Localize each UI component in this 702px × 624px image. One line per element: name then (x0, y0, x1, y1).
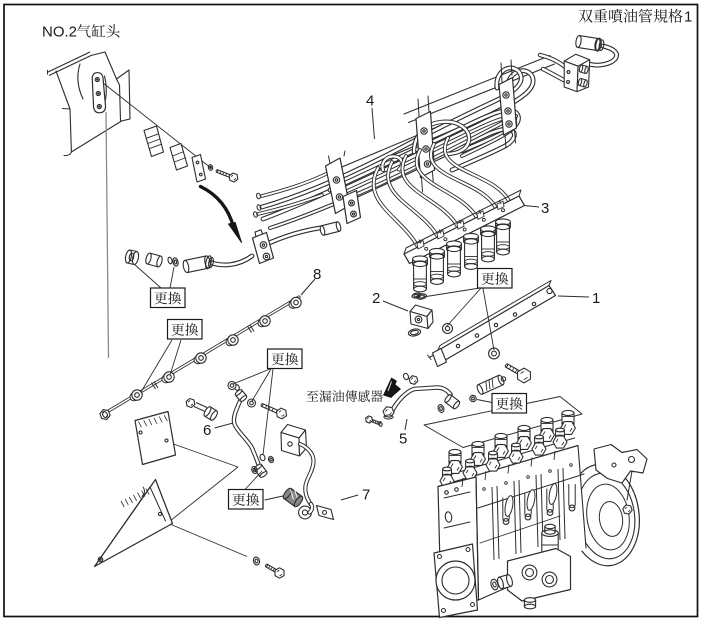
svg-text:1: 1 (592, 290, 600, 307)
svg-text:8: 8 (313, 266, 321, 283)
svg-text:5: 5 (399, 431, 407, 448)
svg-text:7: 7 (362, 487, 370, 504)
svg-text:NO.2: NO.2 (42, 24, 77, 41)
svg-text:4: 4 (366, 93, 374, 110)
svg-text:1: 1 (684, 9, 692, 26)
svg-text:3: 3 (541, 200, 549, 217)
svg-text:6: 6 (203, 422, 211, 439)
svg-text:2: 2 (372, 290, 380, 307)
